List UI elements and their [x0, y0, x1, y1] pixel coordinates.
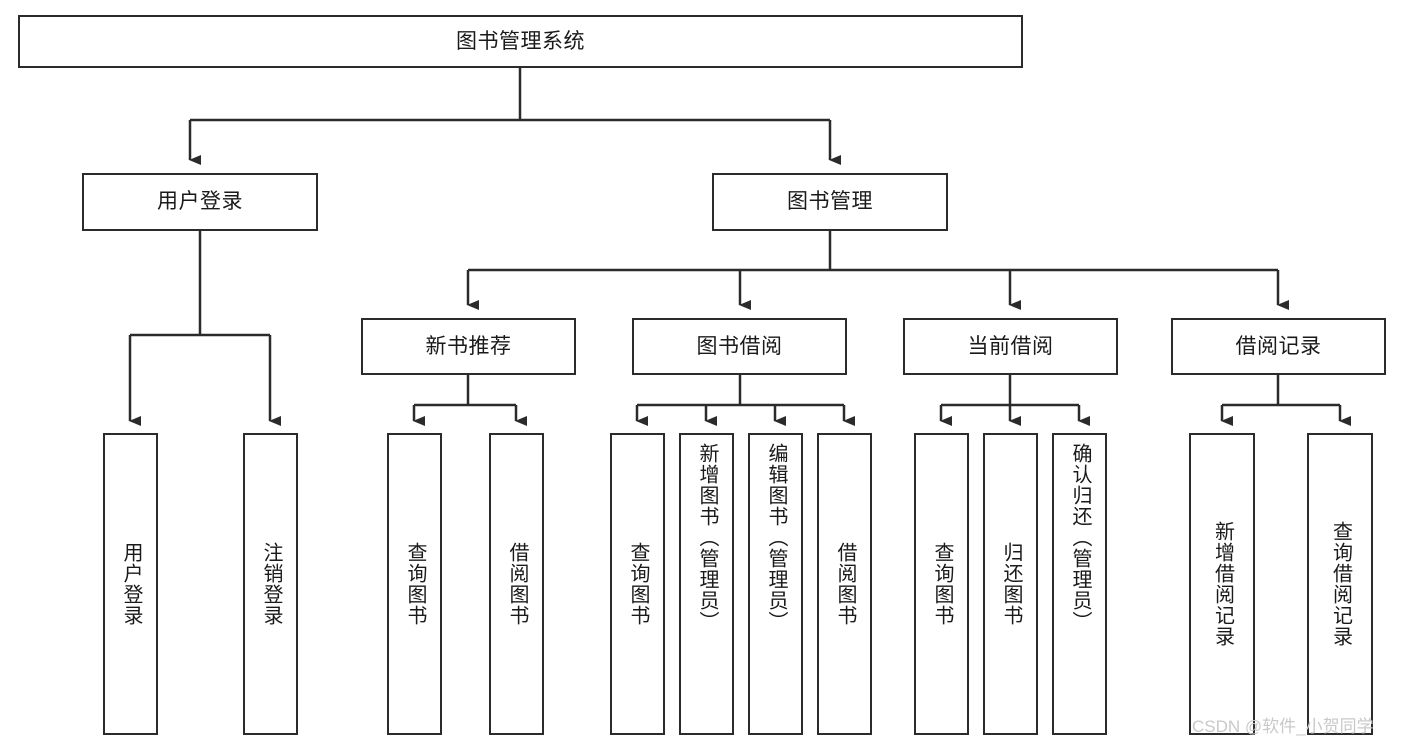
node-label: 图书借阅	[696, 334, 783, 358]
node-new-book-recommend[interactable]: 新书推荐	[361, 318, 576, 375]
leaf-label: 新增借阅记录	[1211, 521, 1234, 647]
leaf-label: 查询图书	[627, 542, 649, 626]
leaf-label: 借阅图书	[506, 542, 528, 626]
node-label: 新书推荐	[425, 334, 512, 358]
node-label: 当前借阅	[967, 334, 1054, 358]
leaf-label: 查询图书	[404, 542, 426, 626]
node-book-management[interactable]: 图书管理	[712, 173, 948, 231]
leaf-label: 查询图书	[931, 542, 953, 626]
leaf-label: 归还图书	[1000, 542, 1022, 626]
leaf-borrow-book[interactable]: 借阅图书	[817, 433, 872, 735]
leaf-query-book-borrow[interactable]: 查询图书	[610, 433, 665, 735]
leaf-user-logout[interactable]: 注销登录	[243, 433, 298, 735]
leaf-label: 注销登录	[260, 542, 282, 626]
node-label: 借阅记录	[1235, 334, 1322, 358]
leaf-edit-book-admin[interactable]: 编辑图书（管理员）	[748, 433, 803, 735]
leaf-label: 用户登录	[120, 542, 142, 626]
node-user-login[interactable]: 用户登录	[82, 173, 318, 231]
leaf-confirm-return-admin[interactable]: 确认归还（管理员）	[1052, 433, 1107, 735]
leaf-label: 查询借阅记录	[1329, 521, 1352, 647]
leaf-query-borrow-record[interactable]: 查询借阅记录	[1307, 433, 1373, 735]
leaf-add-borrow-record[interactable]: 新增借阅记录	[1189, 433, 1255, 735]
node-label: 图书管理	[787, 190, 873, 214]
leaf-label: 确认归还（管理员）	[1069, 443, 1091, 632]
leaf-return-book[interactable]: 归还图书	[983, 433, 1038, 735]
leaf-query-book-current[interactable]: 查询图书	[914, 433, 969, 735]
node-borrow-record[interactable]: 借阅记录	[1171, 318, 1386, 375]
leaf-label: 借阅图书	[834, 542, 856, 626]
node-current-borrow[interactable]: 当前借阅	[903, 318, 1118, 375]
node-label: 用户登录	[157, 190, 243, 214]
leaf-borrow-book-recommend[interactable]: 借阅图书	[489, 433, 544, 735]
leaf-query-book-recommend[interactable]: 查询图书	[387, 433, 442, 735]
node-book-borrow[interactable]: 图书借阅	[632, 318, 847, 375]
leaf-label: 编辑图书（管理员）	[765, 443, 787, 632]
leaf-label: 新增图书（管理员）	[696, 443, 718, 632]
node-label: 图书管理系统	[456, 29, 585, 53]
node-root-system[interactable]: 图书管理系统	[18, 15, 1023, 68]
leaf-add-book-admin[interactable]: 新增图书（管理员）	[679, 433, 734, 735]
leaf-user-login[interactable]: 用户登录	[103, 433, 158, 735]
